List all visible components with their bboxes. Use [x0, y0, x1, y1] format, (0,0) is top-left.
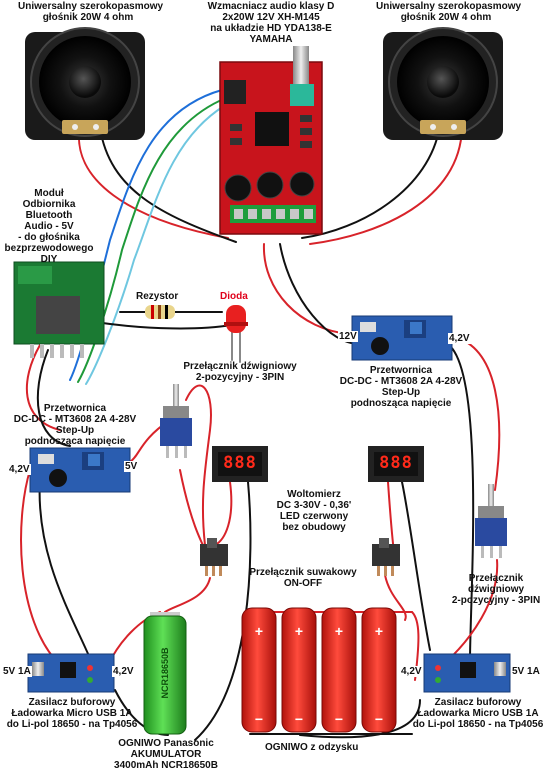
amplifier-board-icon: [219, 46, 323, 235]
boost-right-in-voltage: 12V: [338, 331, 358, 342]
charger-right-out-voltage: 4,2V: [400, 666, 423, 677]
boost-right-out-voltage: 4,2V: [448, 333, 471, 344]
voltmeter-right-display: 888: [379, 453, 413, 473]
charger-right-label: Zasilacz buforowy Ładowarka Micro USB 1A…: [412, 697, 544, 730]
svg-text:+: +: [375, 623, 383, 639]
recycled-cells-group: + + + + − − − −: [241, 607, 397, 733]
charger-left-out-voltage: 4,2V: [112, 666, 135, 677]
recycled-cell-2-icon: [281, 607, 317, 733]
slide-switch-label: Przełącznik suwakowy ON-OFF: [249, 567, 357, 589]
charger-right-in-voltage: 5V 1A: [511, 666, 541, 677]
toggle-switch-right-icon: [475, 484, 507, 558]
led-diode-icon: [224, 305, 248, 333]
bt-module-label: Moduł Odbiornika Bluetooth Audio - 5V - …: [4, 188, 94, 265]
bluetooth-module-icon: [13, 261, 105, 358]
svg-text:+: +: [255, 623, 263, 639]
boost-right-label: Przetwornica DC-DC - MT3608 2A 4-28V Ste…: [339, 365, 463, 409]
boost-left-label: Przetwornica DC-DC - MT3608 2A 4-28V Ste…: [13, 403, 137, 447]
speaker-right-icon: [383, 27, 503, 140]
boost-left-in-voltage: 4,2V: [8, 464, 31, 475]
slide-switch-right-icon: [372, 538, 400, 576]
toggle-top-label: Przełącznik dźwigniowy 2-pozycyjny - 3PI…: [183, 361, 297, 383]
panasonic-cell-icon: [143, 612, 187, 735]
speaker-left-label: Uniwersalny szerokopasmowy głośnik 20W 4…: [18, 1, 164, 23]
resistor-label: Rezystor: [136, 291, 179, 302]
recycled-cell-3-icon: [321, 607, 357, 733]
speaker-left-icon: [25, 27, 145, 140]
charger-left-in-voltage: 5V 1A: [2, 666, 32, 677]
svg-text:−: −: [255, 711, 263, 727]
panasonic-cell-text: NCR18650B: [160, 647, 170, 699]
recycled-cell-1-icon: [241, 607, 277, 733]
charger-left-label: Zasilacz buforowy Ładowarka Micro USB 1A…: [6, 697, 138, 730]
recycled-cells-label: OGNIWO z odzysku: [265, 742, 359, 753]
boost-left-out-voltage: 5V: [124, 461, 139, 472]
svg-text:−: −: [295, 711, 303, 727]
charger-right-icon: [423, 653, 511, 693]
resistor-icon: [145, 305, 175, 319]
voltmeter-label: Woltomierz DC 3-30V - 0,36' LED czerwony…: [276, 489, 352, 533]
toggle-right-label: Przełącznik dźwigniowy 2-pozycyjny - 3PI…: [451, 573, 541, 606]
voltmeter-left-icon: [212, 446, 268, 482]
svg-text:+: +: [295, 623, 303, 639]
charger-left-icon: [27, 653, 115, 693]
svg-text:−: −: [335, 711, 343, 727]
voltmeter-right-icon: [368, 446, 424, 482]
diode-label: Dioda: [220, 291, 248, 302]
svg-text:+: +: [335, 623, 343, 639]
speaker-right-label: Uniwersalny szerokopasmowy głośnik 20W 4…: [376, 1, 522, 23]
amplifier-label: Wzmacniacz audio klasy D 2x20W 12V XH-M1…: [207, 1, 335, 45]
voltmeter-left-display: 888: [223, 453, 257, 473]
svg-text:−: −: [375, 711, 383, 727]
recycled-cell-4-icon: [361, 607, 397, 733]
boost-converter-left-icon: [29, 447, 131, 493]
slide-switch-left-icon: [200, 538, 228, 576]
boost-converter-right-icon: [351, 315, 453, 361]
panasonic-cell-label: OGNIWO Panasonic AKUMULATOR 3400mAh NCR1…: [114, 738, 218, 768]
toggle-switch-top-icon: [160, 384, 192, 458]
